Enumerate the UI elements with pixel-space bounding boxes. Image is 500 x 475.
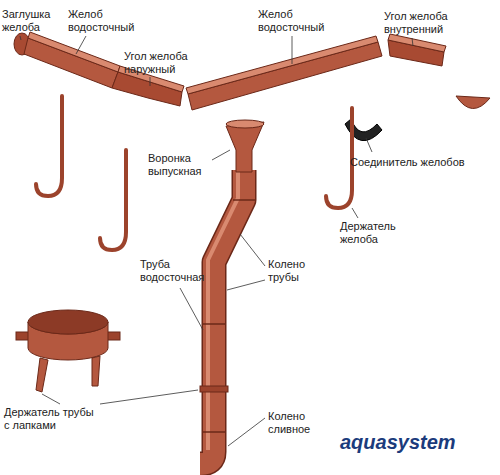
pipe-outline [200,170,244,464]
part-label: Угол желоба наружный [124,50,199,75]
pipe-joint [203,431,225,433]
part-label: Угол желоба внутренний [384,10,479,35]
clamp-prong [92,356,100,386]
pipe-joint [203,323,225,325]
part-label: Держатель трубы с лапками [4,406,100,431]
gutter-hanger [36,96,62,196]
leader-line [42,394,60,404]
part-label: Воронка выпускная [148,152,210,177]
leader-line [352,208,358,218]
pipe-joint [233,199,255,201]
gutter-rim [186,36,378,94]
leader-line [240,234,265,266]
gutter-cap [456,96,490,109]
gutter-hanger [326,108,352,208]
clamp-opening [28,310,108,334]
part-label: Соединитель желобов [350,156,465,169]
leader-line [150,77,151,86]
funnel-rim [226,120,264,128]
outlet-funnel [226,122,264,172]
gutter-hanger [100,150,126,250]
leader-line [180,288,203,330]
downpipe [200,170,244,464]
leader-line [412,38,413,46]
leader-line [227,280,265,290]
leader-line [292,36,293,64]
gutter-rim [28,32,120,72]
part-label: Держатель желоба [340,220,406,245]
brand-logo: aquasystem [340,432,456,452]
part-label: Желоб водосточный [258,8,330,33]
part-label: Заглушка желоба [2,8,62,33]
leader-line [212,150,230,160]
pipe-highlight [208,170,238,450]
leader-line [76,36,86,54]
pipe-holder [200,386,228,392]
gutter [188,42,382,110]
part-label: Колено трубы [268,258,320,283]
leader-line [228,418,265,446]
part-label: Труба водосточная [140,258,212,283]
leader-line [20,36,21,40]
clamp-prong [36,358,48,392]
leader-line [100,390,198,404]
part-label: Колено сливное [268,410,324,435]
corner-rim [388,34,446,52]
leader-line [366,138,372,152]
part-label: Желоб водосточный [68,8,140,33]
